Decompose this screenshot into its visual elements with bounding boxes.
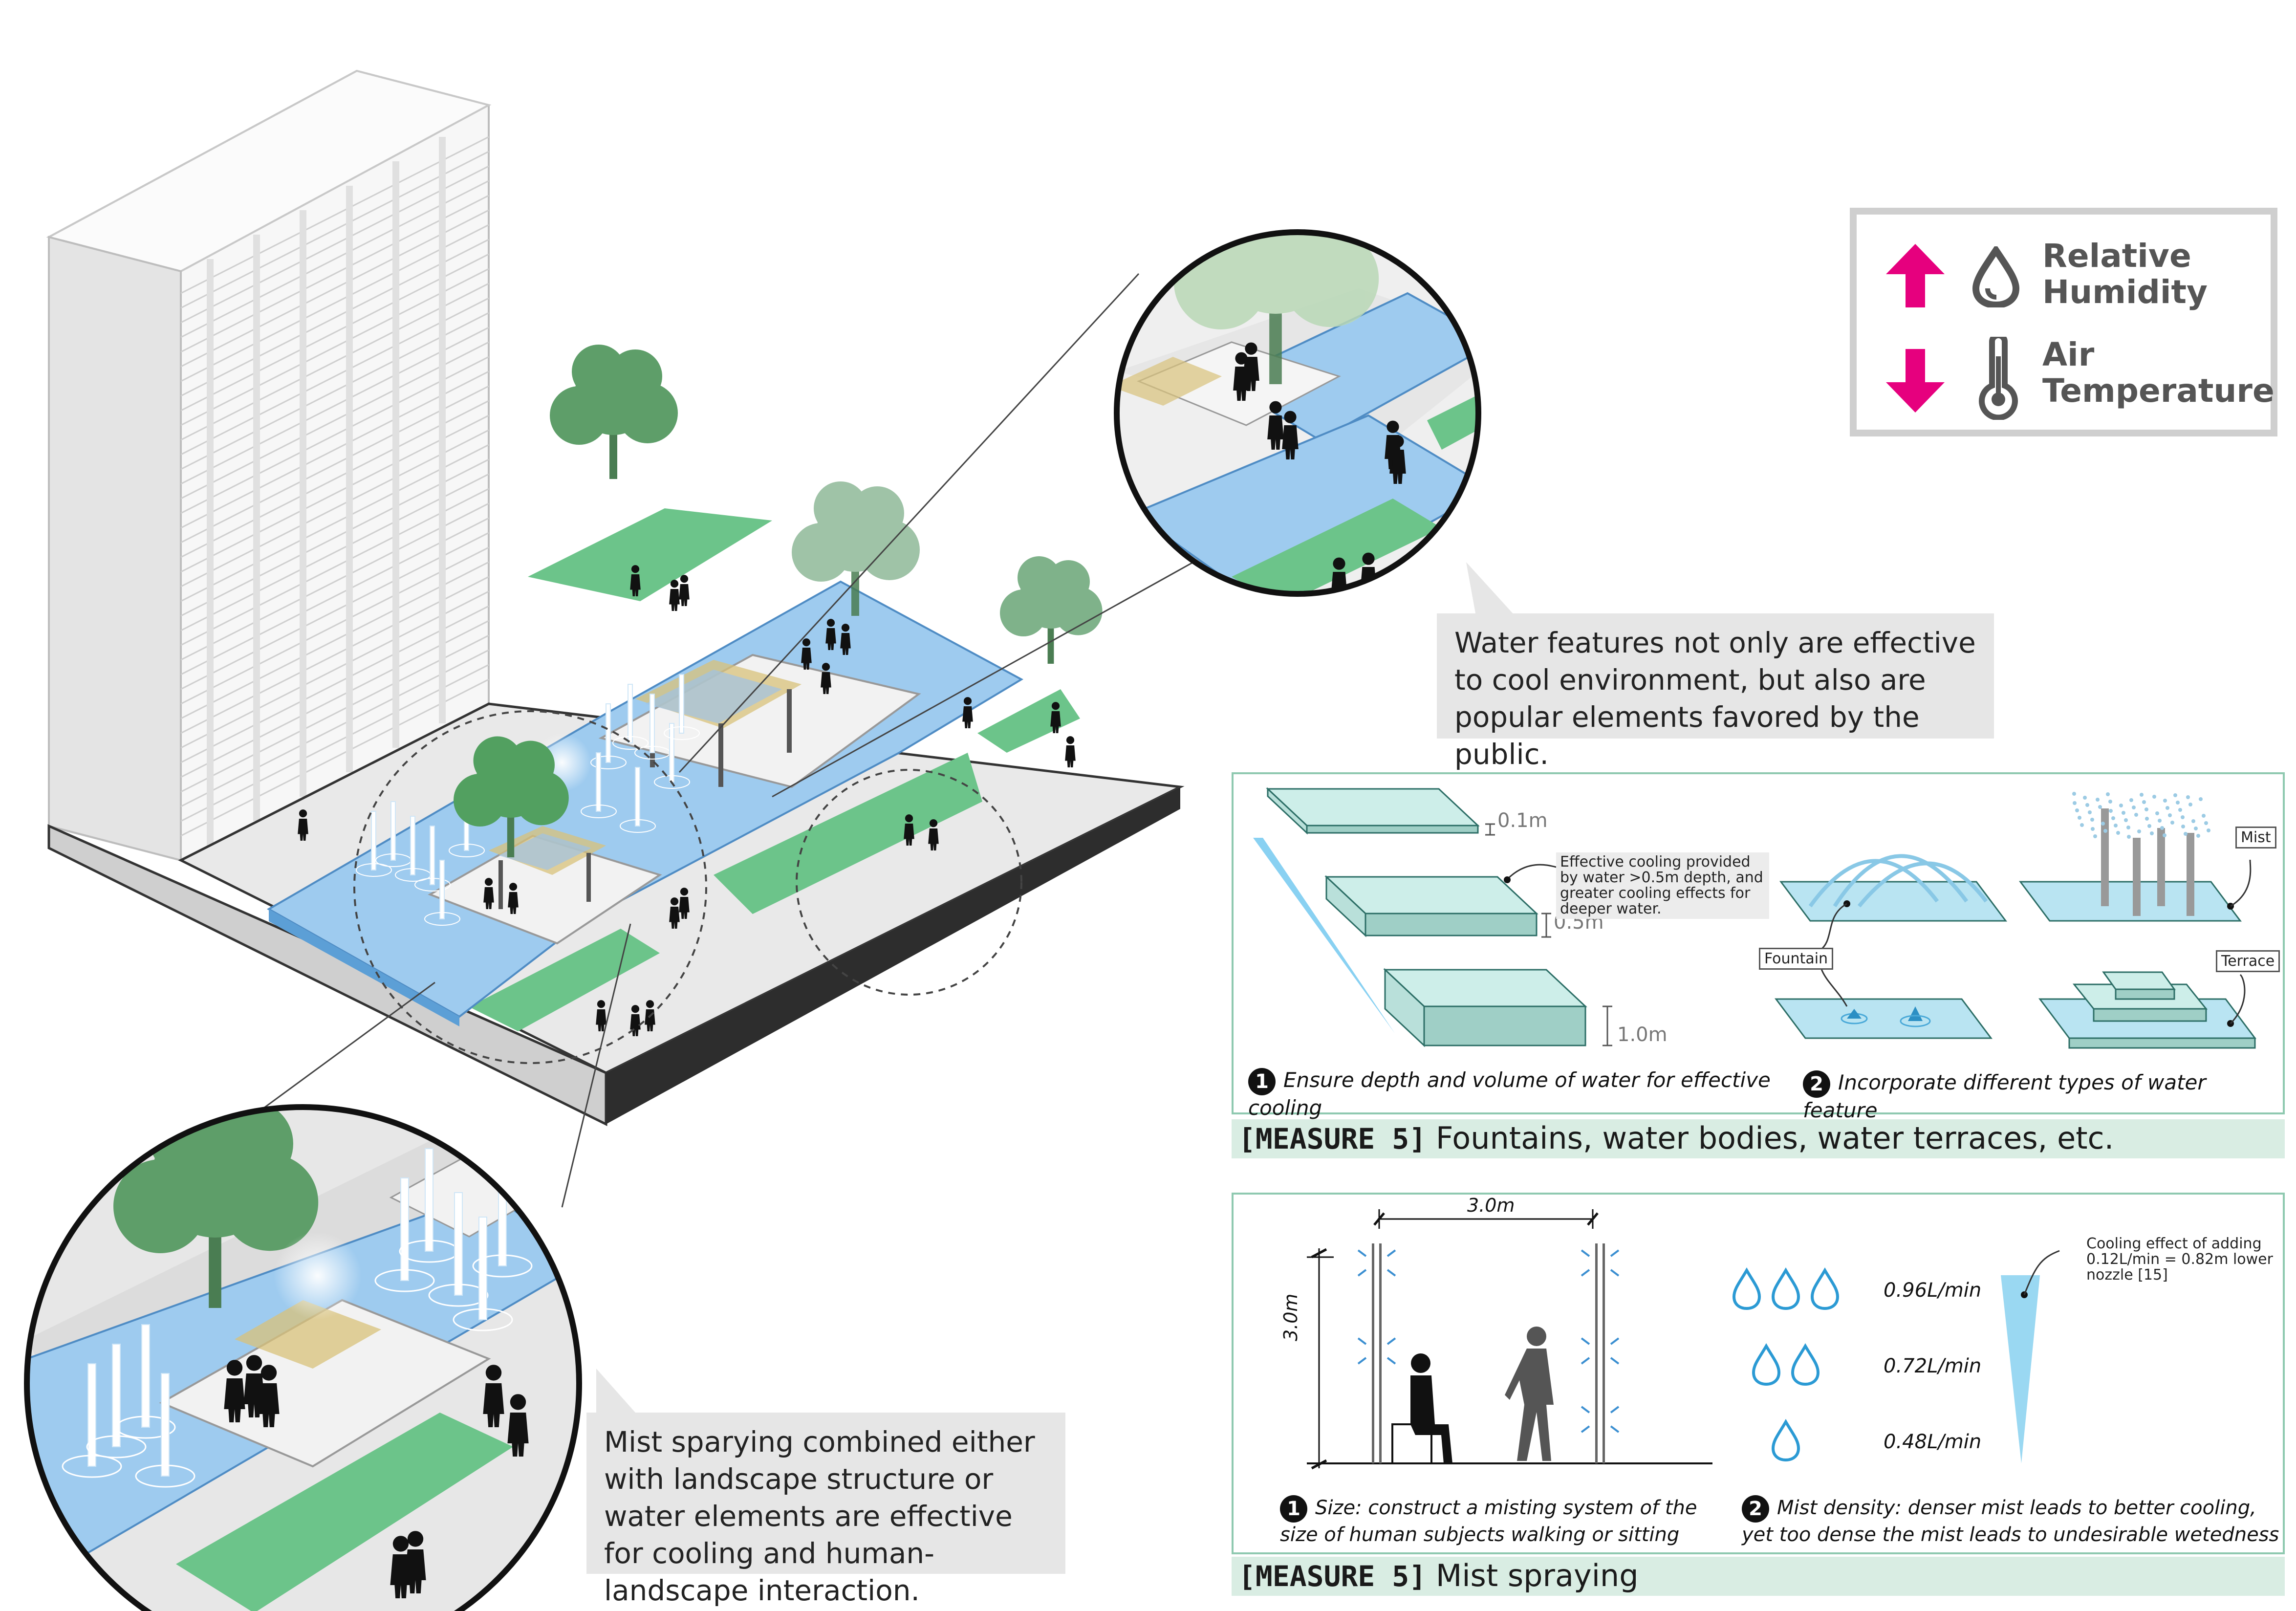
label-fountain: Fountain	[1759, 948, 1834, 970]
step-number-2: 2	[1803, 1070, 1830, 1098]
fountain-jets	[356, 674, 700, 926]
label-mist: Mist	[2235, 827, 2276, 849]
depth-gradient-wedge	[1253, 838, 1395, 1033]
mist-rate-value: 0.96L/min	[1884, 1279, 1982, 1302]
grass-patch	[977, 689, 1080, 753]
measure-water-title: Fountains, water bodies, water terraces,…	[1435, 1120, 2114, 1156]
grass-patch	[528, 508, 772, 601]
mist-system-diagram	[1307, 1209, 2060, 1470]
water-drop-icon	[1771, 1419, 1800, 1462]
legend-humidity-label: Relative Humidity	[2042, 237, 2208, 311]
water-drop-icon	[1732, 1267, 1761, 1310]
zoom-circle-bottom	[24, 1104, 582, 1611]
step-number-2: 2	[1742, 1495, 1769, 1523]
arrow-down-icon	[1886, 349, 1945, 413]
depth-label-0.1m: 0.1m	[1497, 809, 1548, 832]
water-features-callout: Water features not only are effective to…	[1437, 613, 1994, 771]
ground-fountain-feature	[1775, 950, 1993, 1039]
measure-mist-panel: 3.0m 3.0m 0.96L/min 0.72L/min 0.48L/min Co…	[1232, 1193, 2285, 1554]
water-slab-0.5m	[1324, 875, 1538, 937]
tree	[1000, 556, 1103, 664]
step-number-1: 1	[1280, 1495, 1307, 1523]
zoom-circle-top	[1114, 229, 1481, 597]
water-drop-icon	[1810, 1267, 1840, 1310]
mist-density-wedge	[2001, 1275, 2040, 1463]
step-number-1: 1	[1248, 1067, 1276, 1095]
measure-mist-title-bar: [MEASURE 5] Mist spraying	[1232, 1557, 2285, 1596]
mist-caption-2-text: Mist density: denser mist leads to bette…	[1742, 1497, 2279, 1546]
arrow-up-icon	[1886, 244, 1945, 307]
water-features-callout-text: Water features not only are effective to…	[1454, 626, 1976, 771]
water-drop-icon	[1791, 1343, 1820, 1386]
water-slab-0.1m	[1266, 787, 1480, 835]
callout-pointer	[596, 1369, 635, 1413]
measure-mist-title: Mist spraying	[1435, 1558, 1639, 1593]
water-terrace-feature	[2038, 971, 2256, 1049]
water-drop-icon	[1972, 246, 2020, 307]
water-drop-icon	[1752, 1343, 1781, 1386]
mist-pole-right	[1595, 1243, 1605, 1463]
tree	[792, 481, 920, 616]
tree	[550, 345, 678, 479]
fountain-arch-feature	[1779, 854, 2007, 951]
measure-water-title-bar: [MEASURE 5] Fountains, water bodies, wat…	[1232, 1119, 2285, 1158]
climate-legend: Relative Humidity Air Temperature	[1850, 208, 2277, 436]
high-rise-building	[46, 69, 492, 862]
water-caption-1-text: Ensure depth and volume of water for eff…	[1248, 1068, 1771, 1120]
callout-pointer	[1466, 562, 1515, 616]
water-slab-1.0m	[1383, 968, 1587, 1047]
legend-row-humidity: Relative Humidity	[1857, 234, 2271, 322]
mist-rate-note: Cooling effect of adding 0.12L/min = 0.8…	[2086, 1235, 2273, 1284]
mist-pole-left	[1372, 1243, 1382, 1463]
height-dimension-label: 3.0m	[1280, 1293, 1301, 1341]
depth-cooling-note: Effective cooling provided by water >0.5…	[1556, 852, 1769, 919]
seated-person	[1391, 1353, 1452, 1464]
water-depth-diagram	[1253, 787, 2256, 1049]
label-terrace: Terrace	[2216, 950, 2280, 972]
mist-spraying-callout-text: Mist sparying combined either with lands…	[604, 1425, 1035, 1607]
measure-water-panel: 0.1m 0.5m 1.0m Effective cooling provide…	[1232, 772, 2285, 1122]
mist-rate-value: 0.48L/min	[1884, 1431, 1982, 1453]
grass-patch	[714, 753, 982, 914]
walking-person	[1505, 1327, 1554, 1461]
depth-label-1.0m: 1.0m	[1617, 1023, 1668, 1046]
pergola-structure	[489, 826, 606, 909]
site-platform	[47, 345, 1185, 1127]
mist-spraying-callout: Mist sparying combined either with lands…	[586, 1413, 1065, 1607]
width-dimension-label: 3.0m	[1467, 1195, 1515, 1216]
measure-tag: [MEASURE 5]	[1238, 1122, 1427, 1155]
water-drop-icon	[1771, 1267, 1800, 1310]
water-caption-2-text: Incorporate different types of water fea…	[1803, 1070, 2206, 1122]
measure-tag: [MEASURE 5]	[1238, 1560, 1427, 1593]
thermometer-icon	[1979, 337, 2018, 420]
mist-caption-1-text: Size: construct a misting system of the …	[1280, 1497, 1697, 1546]
legend-temperature-label: Air Temperature	[2042, 336, 2274, 410]
mist-rate-value: 0.72L/min	[1884, 1355, 1982, 1377]
grass-patch	[469, 929, 660, 1031]
legend-row-temperature: Air Temperature	[1857, 336, 2274, 425]
mist-column-feature	[2019, 792, 2252, 922]
